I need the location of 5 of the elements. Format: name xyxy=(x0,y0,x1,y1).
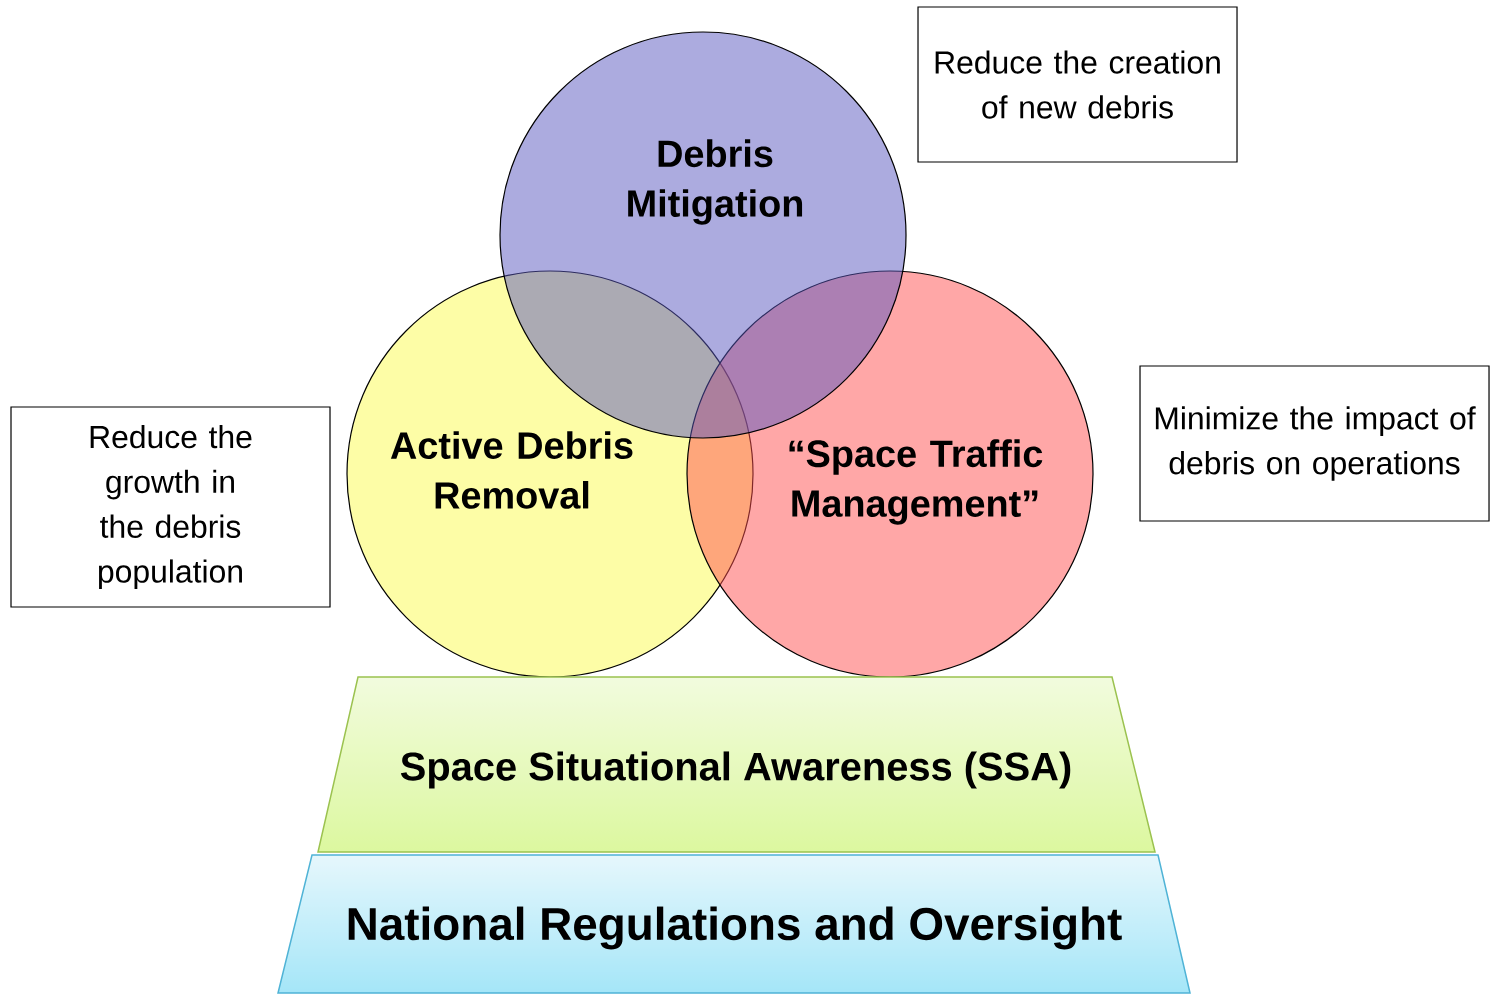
text-box: Minimize the impact of debris on operations xyxy=(1139,365,1490,522)
layer-band: Space Situational Awareness (SSA) xyxy=(317,676,1156,853)
text-box: Reduce the creation of new debris xyxy=(917,6,1238,163)
text-box: Reduce the growth in the debris population xyxy=(10,406,331,608)
layer-band: National Regulations and Oversight xyxy=(277,854,1191,994)
